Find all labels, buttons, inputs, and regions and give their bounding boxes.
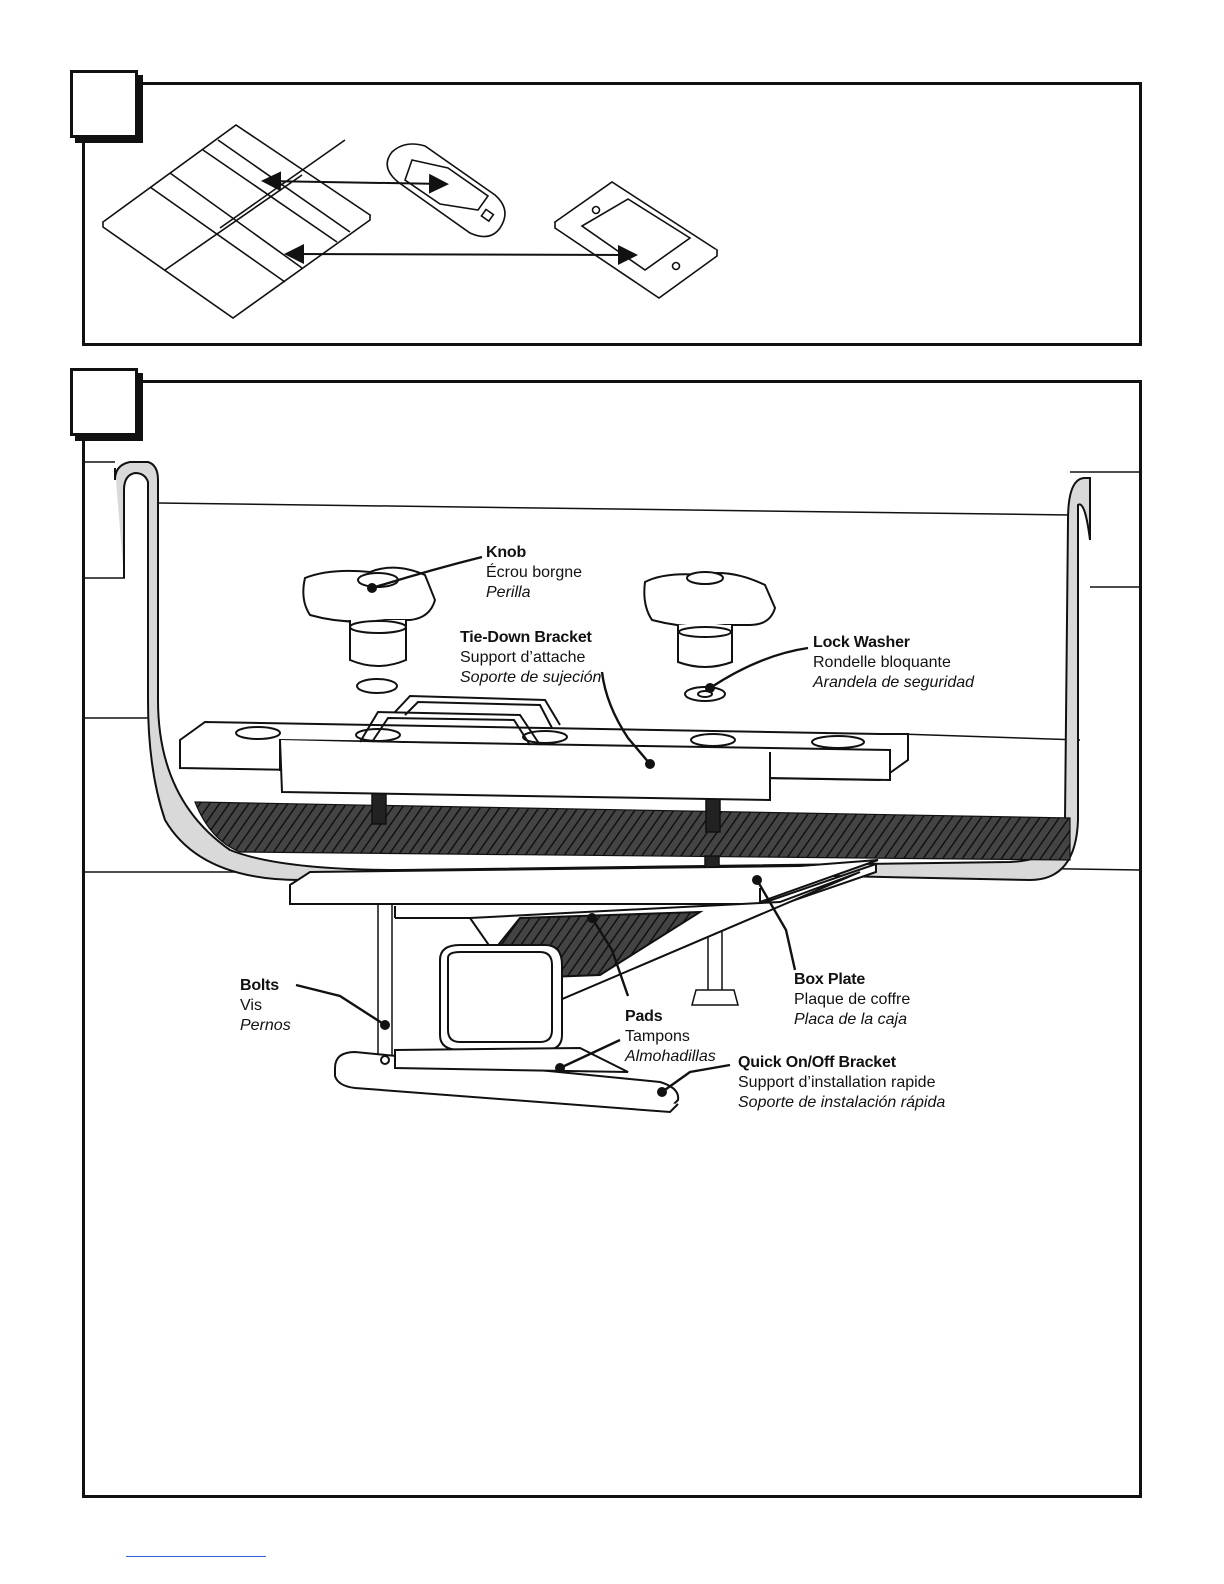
quick-bracket-small — [386, 143, 506, 238]
knob-left — [302, 566, 437, 667]
label-es: Pernos — [240, 1017, 291, 1034]
label-es: Soporte de instalación rápida — [738, 1094, 946, 1111]
label-bolts: Bolts Vis Pernos — [240, 976, 291, 1036]
bed-ribs — [194, 801, 1071, 861]
label-knob: Knob Écrou borgne Perilla — [486, 543, 582, 603]
label-fr: Écrou borgne — [486, 564, 583, 581]
crossbar-and-pads — [439, 871, 861, 1051]
label-es: Arandela de seguridad — [813, 674, 975, 691]
bottom-rule — [126, 1556, 266, 1557]
label-es: Perilla — [486, 584, 531, 601]
label-es: Soporte de sujeción — [460, 669, 602, 686]
label-fr: Plaque de coffre — [794, 991, 911, 1008]
label-en: Tie-Down Bracket — [460, 629, 592, 646]
quick-onoff-bracket — [333, 1046, 680, 1114]
label-en: Lock Washer — [813, 634, 910, 651]
label-en: Box Plate — [794, 971, 866, 988]
step-b-tab — [70, 368, 138, 436]
box-plate-small — [553, 181, 719, 299]
label-es: Almohadillas — [625, 1048, 716, 1065]
step-a-tab — [70, 70, 138, 138]
label-tie-down-bracket: Tie-Down Bracket Support d’attache Sopor… — [460, 628, 601, 688]
label-box-plate: Box Plate Plaque de coffre Placa de la c… — [794, 970, 910, 1030]
knob-right — [643, 571, 777, 668]
label-en: Pads — [625, 1008, 663, 1025]
leader-dots — [367, 583, 762, 1097]
label-fr: Vis — [240, 997, 262, 1014]
label-en: Quick On/Off Bracket — [738, 1054, 896, 1071]
tie-down-bracket — [179, 694, 909, 802]
lock-washers — [356, 678, 726, 702]
leader-lines — [295, 555, 809, 1093]
label-es: Placa de la caja — [794, 1011, 907, 1028]
label-en: Knob — [486, 544, 527, 561]
label-fr: Tampons — [625, 1028, 690, 1045]
label-fr: Support d’installation rapide — [738, 1074, 936, 1091]
label-quick-onoff-bracket: Quick On/Off Bracket Support d’installat… — [738, 1053, 945, 1113]
label-fr: Rondelle bloquante — [813, 654, 951, 671]
label-pads: Pads Tampons Almohadillas — [625, 1007, 716, 1067]
pad-sheet — [101, 124, 372, 319]
bed-liner — [114, 461, 1091, 882]
label-fr: Support d’attache — [460, 649, 586, 666]
label-en: Bolts — [240, 977, 280, 994]
label-lock-washer: Lock Washer Rondelle bloquante Arandela … — [813, 633, 974, 693]
